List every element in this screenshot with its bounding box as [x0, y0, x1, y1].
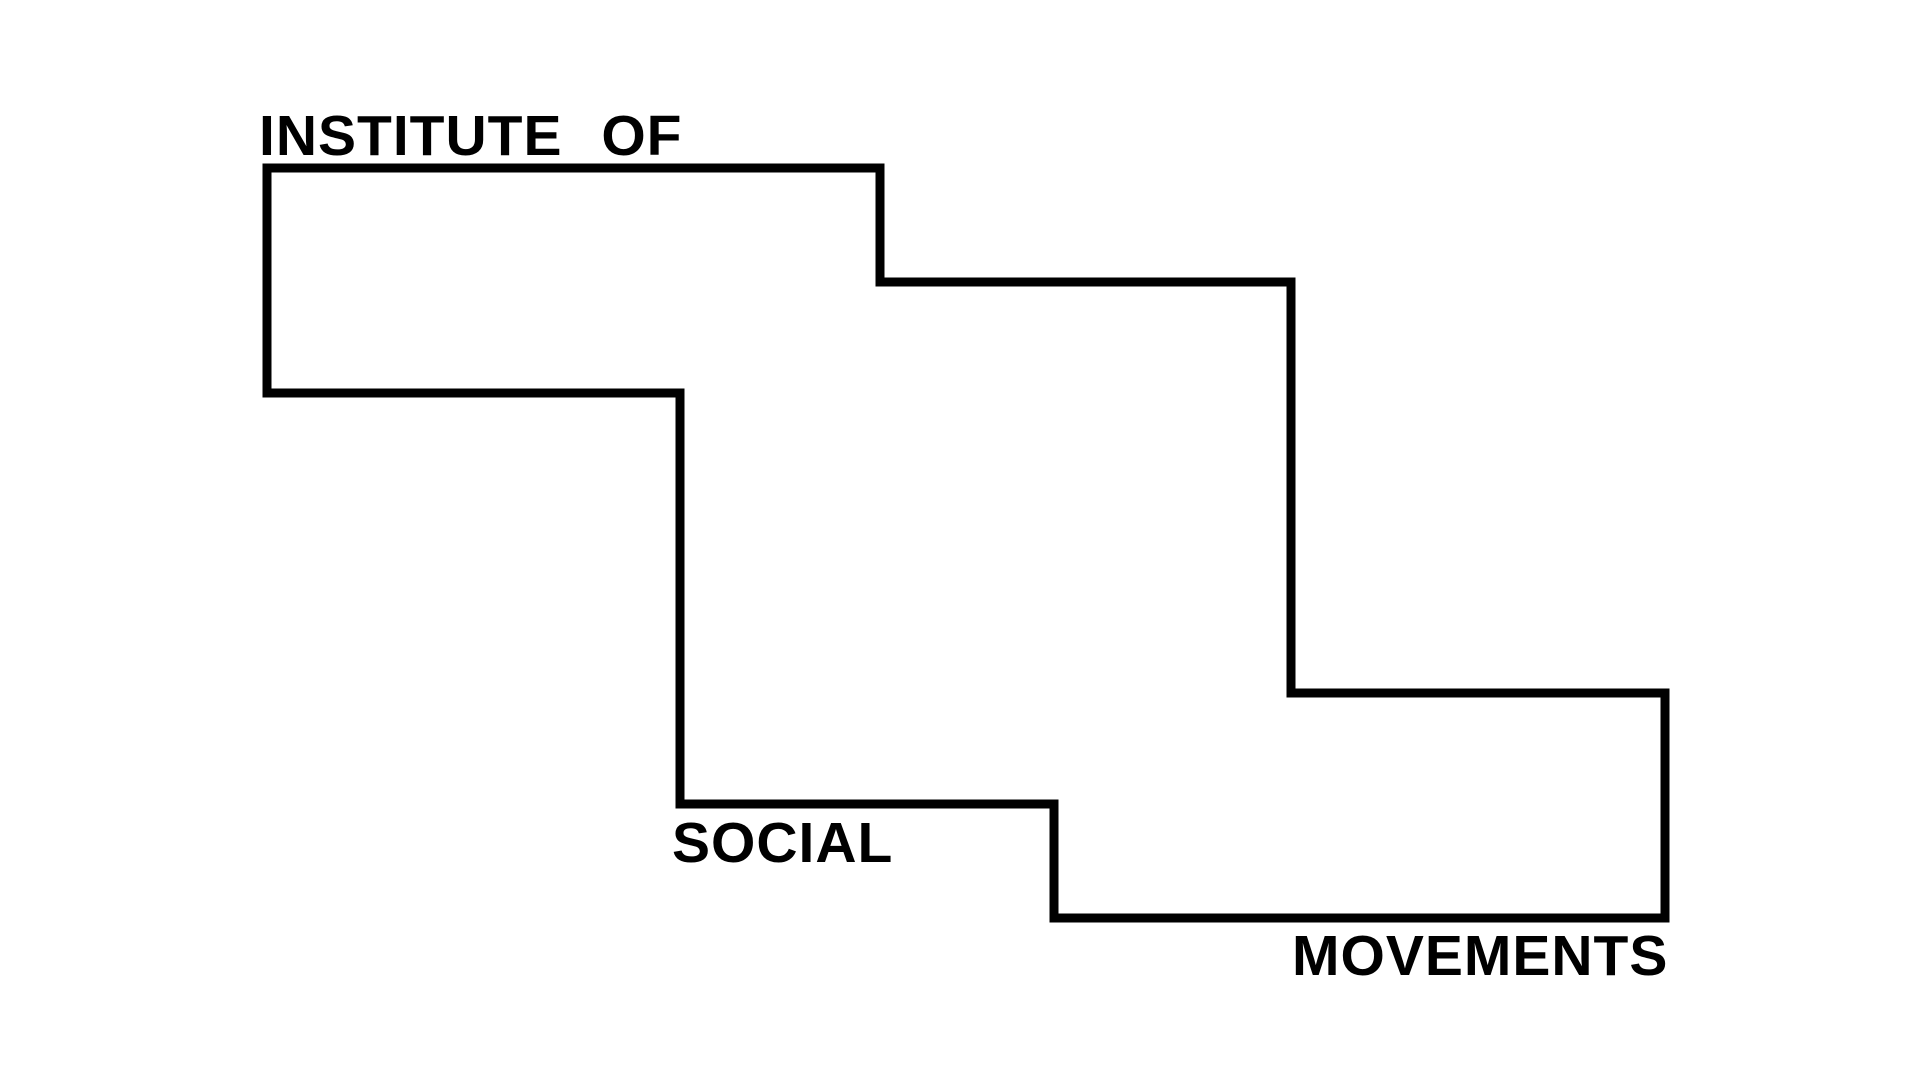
logo-text-movements: MOVEMENTS: [1292, 924, 1669, 988]
stepped-frame-path: [262, 163, 1670, 923]
logo-text-institute-of: INSTITUTE OF: [259, 104, 683, 168]
logo-text-social: SOCIAL: [672, 811, 894, 875]
